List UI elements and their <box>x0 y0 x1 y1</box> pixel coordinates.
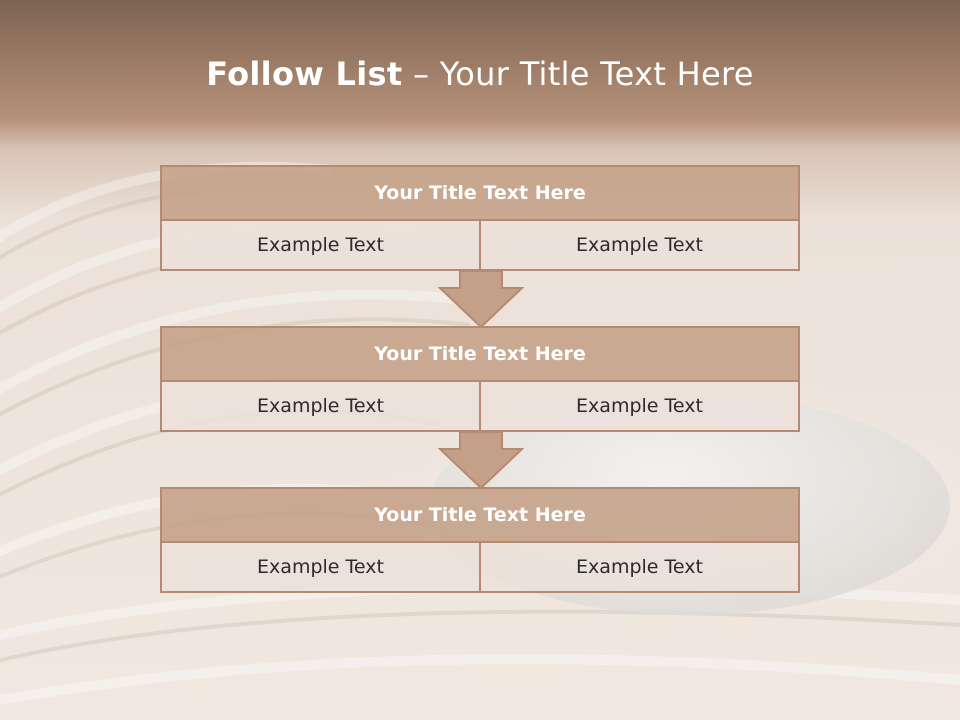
block-cell-right: Example Text <box>481 382 800 432</box>
block-row: Example Text Example Text <box>160 221 800 271</box>
block-cell-left: Example Text <box>160 543 481 593</box>
title-bold: Follow List <box>206 55 403 93</box>
slide-title: Follow List – Your Title Text Here <box>0 55 960 93</box>
block-cell-left: Example Text <box>160 221 481 271</box>
block-heading: Your Title Text Here <box>160 487 800 543</box>
block-cell-left: Example Text <box>160 382 481 432</box>
list-block-3: Your Title Text Here Example Text Exampl… <box>160 487 800 593</box>
block-cell-right: Example Text <box>481 221 800 271</box>
block-cell-right: Example Text <box>481 543 800 593</box>
block-heading: Your Title Text Here <box>160 326 800 382</box>
block-row: Example Text Example Text <box>160 543 800 593</box>
block-row: Example Text Example Text <box>160 382 800 432</box>
list-block-2: Your Title Text Here Example Text Exampl… <box>160 326 800 432</box>
down-arrow-icon <box>438 431 524 489</box>
title-rest: – Your Title Text Here <box>412 55 754 93</box>
list-block-1: Your Title Text Here Example Text Exampl… <box>160 165 800 271</box>
down-arrow-icon <box>438 270 524 328</box>
block-heading: Your Title Text Here <box>160 165 800 221</box>
